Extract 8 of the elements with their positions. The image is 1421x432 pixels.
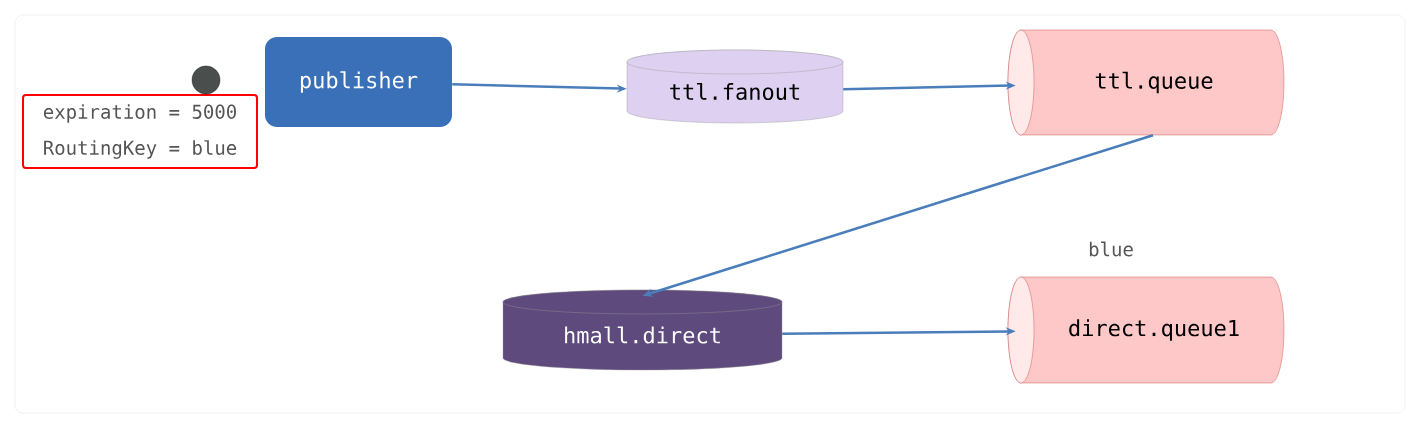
queue-cylinder: direct.queue1 — [1007, 276, 1285, 384]
queue-cylinder: ttl.queue — [1007, 29, 1285, 136]
publisher-box: publisher — [265, 37, 452, 127]
message-box: expiration = 5000 RoutingKey = blue — [22, 94, 258, 169]
binding-key: blue — [1089, 241, 1133, 257]
exchange-cylinder: hmall.direct — [502, 289, 783, 371]
message-dot — [191, 65, 221, 95]
exchange-cylinder: ttl.fanout — [626, 49, 844, 124]
